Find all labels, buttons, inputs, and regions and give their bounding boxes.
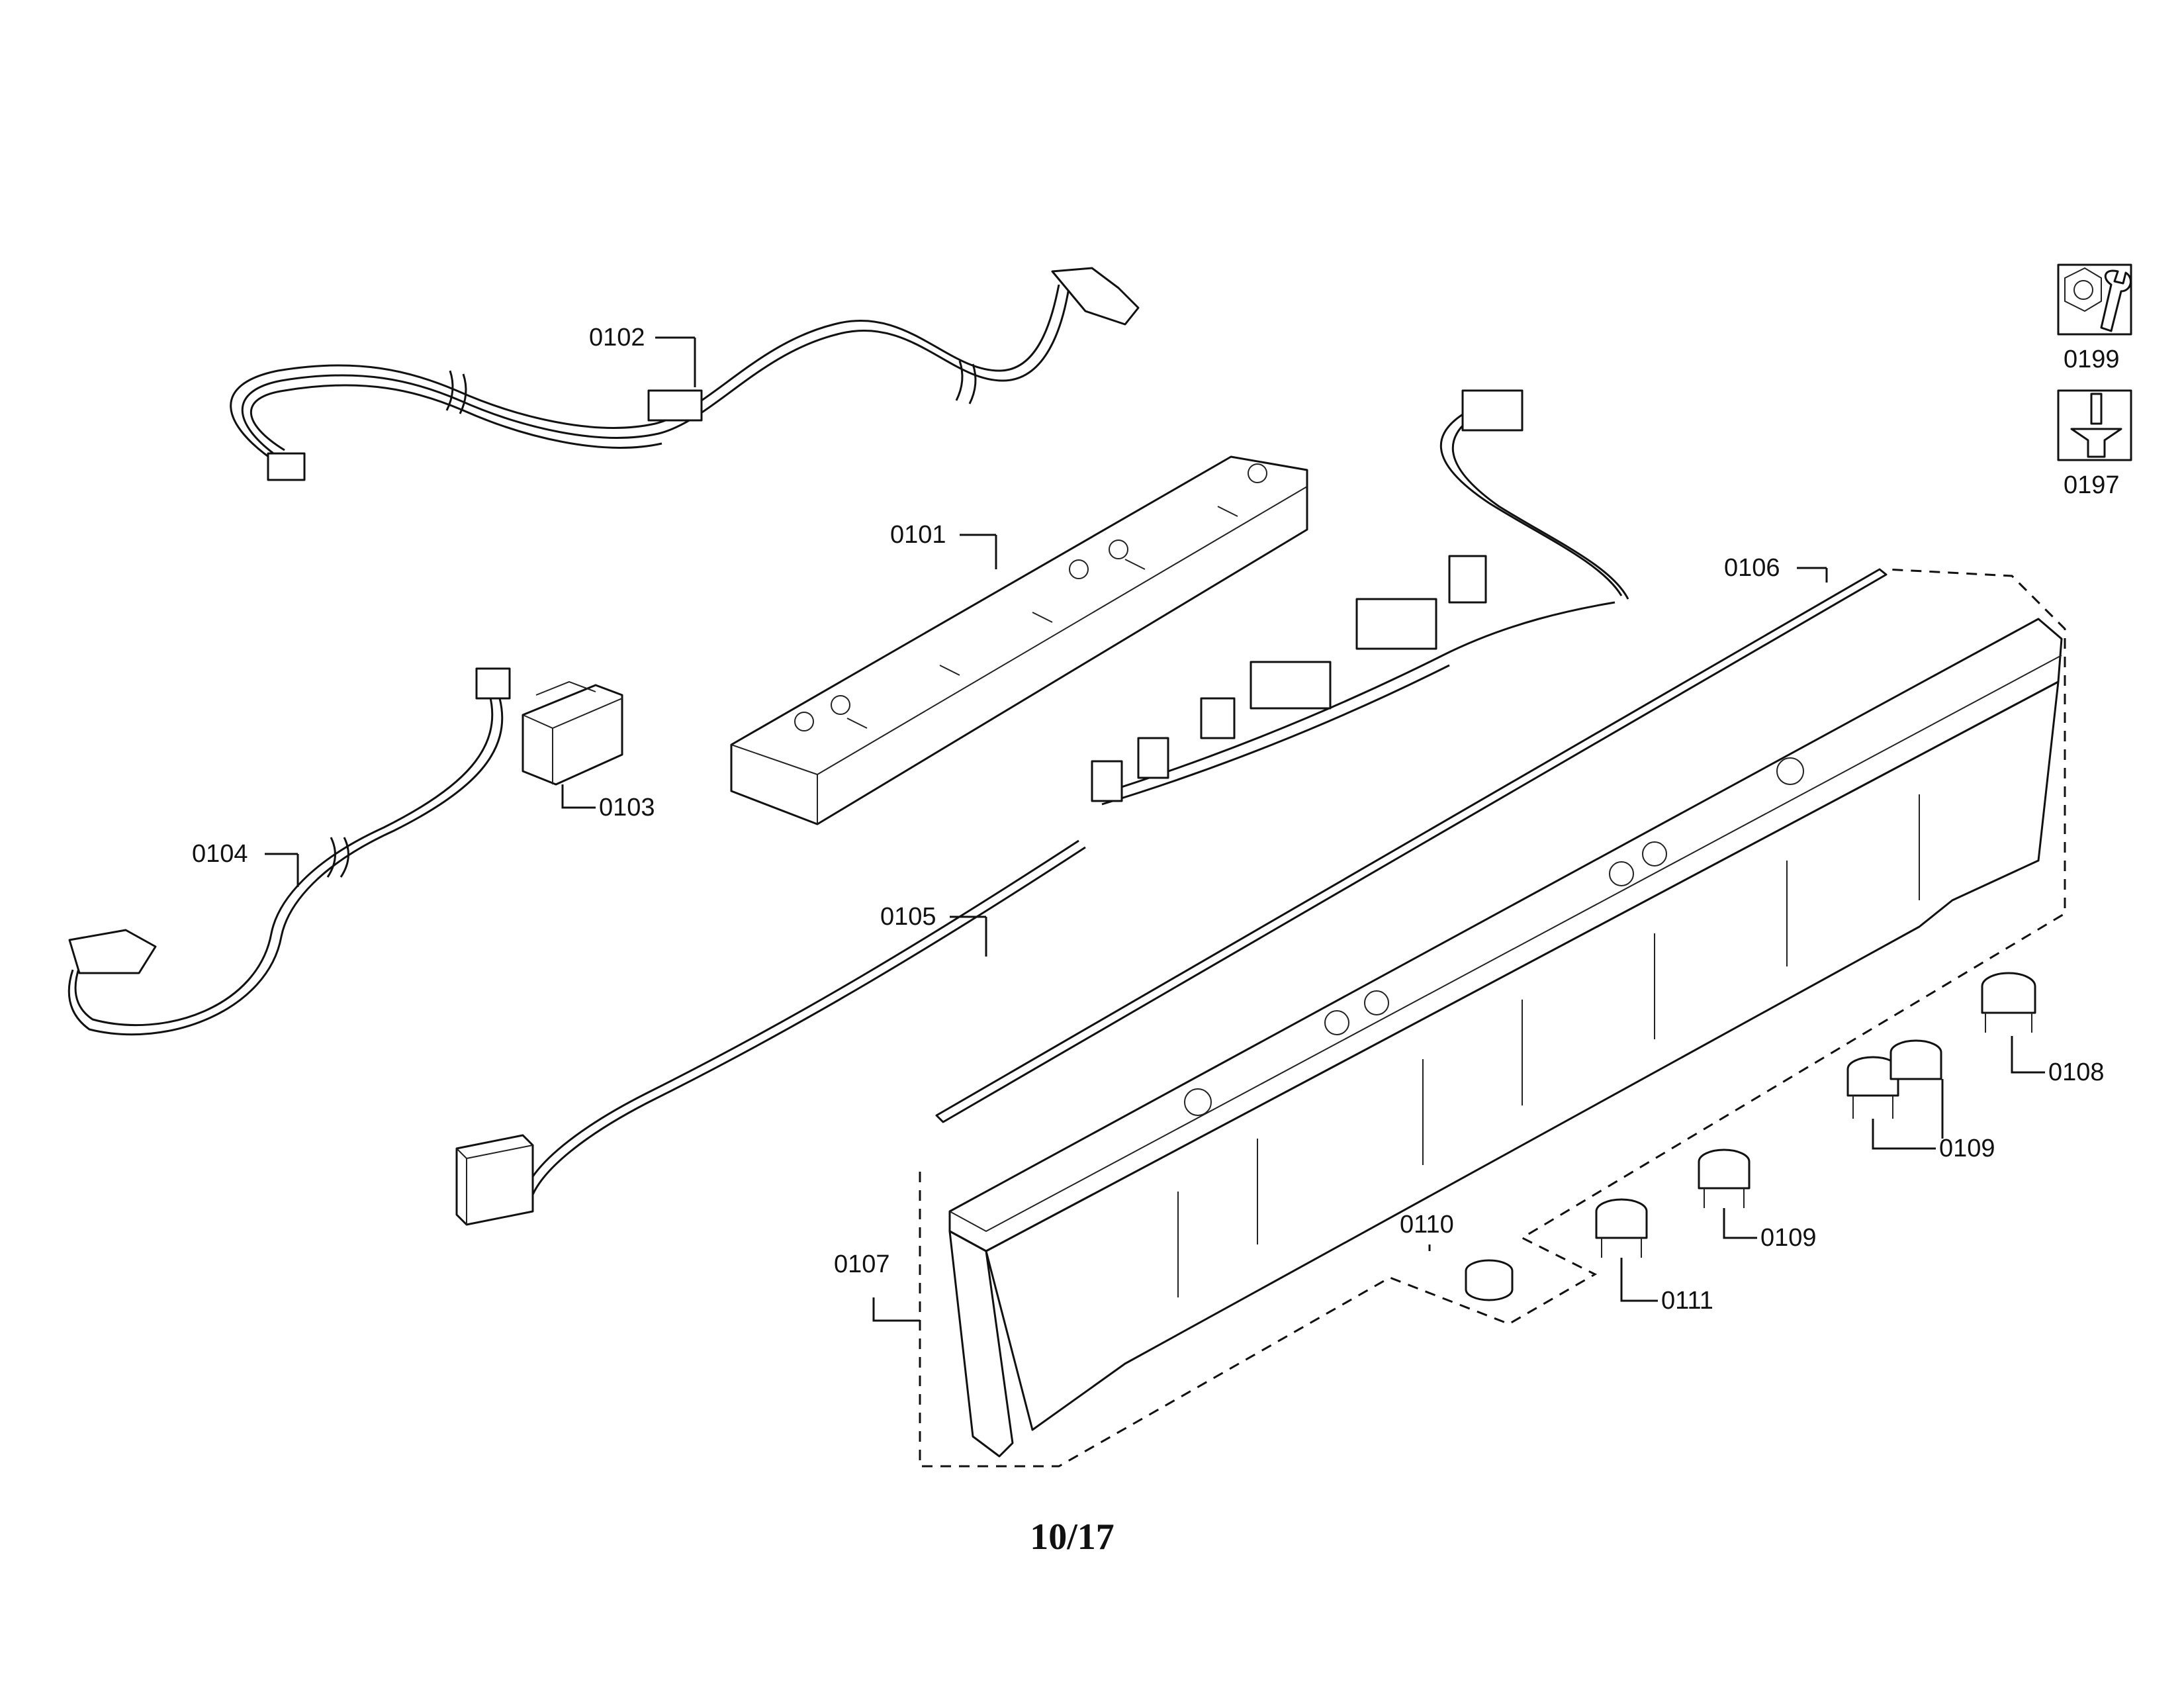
- leader-0107: [872, 1297, 920, 1322]
- part-label-0111[interactable]: 0111: [1661, 1287, 1713, 1315]
- part-label-0103[interactable]: 0103: [599, 794, 655, 821]
- switch-0103[interactable]: [522, 680, 623, 786]
- part-label-0109a[interactable]: 0109: [1939, 1135, 1995, 1162]
- leader-0103: [561, 784, 596, 809]
- part-label-0108[interactable]: 0108: [2048, 1058, 2105, 1086]
- page-number: 10/17: [1030, 1517, 1115, 1558]
- group-outline-0107: [919, 568, 2066, 1468]
- leader-0109a: [1872, 1119, 1936, 1150]
- strip-0106[interactable]: [935, 568, 1888, 1123]
- part-label-0104[interactable]: 0104: [192, 840, 248, 868]
- part-label-0102[interactable]: 0102: [589, 324, 645, 352]
- button-0109[interactable]: [1698, 1149, 1751, 1208]
- leader-0108: [2011, 1036, 2045, 1074]
- cap-0110[interactable]: [1465, 1259, 1514, 1301]
- part-label-0105[interactable]: 0105: [880, 903, 936, 931]
- wrench-nut-icon[interactable]: [2057, 263, 2132, 336]
- button-0111[interactable]: [1595, 1198, 1648, 1258]
- screwdriver-screw-icon[interactable]: [2057, 389, 2132, 461]
- wire-harness-0104[interactable]: [68, 667, 511, 1036]
- wire-harness-0102[interactable]: [230, 267, 1140, 481]
- part-label-0107[interactable]: 0107: [834, 1250, 890, 1278]
- control-module-0101[interactable]: [730, 455, 1308, 825]
- tool-label-0197[interactable]: 0197: [2064, 471, 2120, 499]
- connector-row: [1091, 555, 1487, 802]
- part-label-0110[interactable]: 0110: [1400, 1211, 1454, 1239]
- button-0108[interactable]: [1981, 972, 2036, 1033]
- tool-label-0199[interactable]: 0199: [2064, 346, 2120, 373]
- leader-0109b: [1723, 1208, 1757, 1239]
- part-label-0109b[interactable]: 0109: [1760, 1224, 1817, 1252]
- button-pair-0109[interactable]: [1846, 1039, 1942, 1119]
- control-panel-0107[interactable]: [948, 618, 2063, 1458]
- part-label-0101[interactable]: 0101: [890, 521, 946, 549]
- wire-harness-0105[interactable]: [455, 389, 1629, 1226]
- part-label-0106[interactable]: 0106: [1724, 554, 1780, 582]
- leader-0111: [1620, 1258, 1658, 1302]
